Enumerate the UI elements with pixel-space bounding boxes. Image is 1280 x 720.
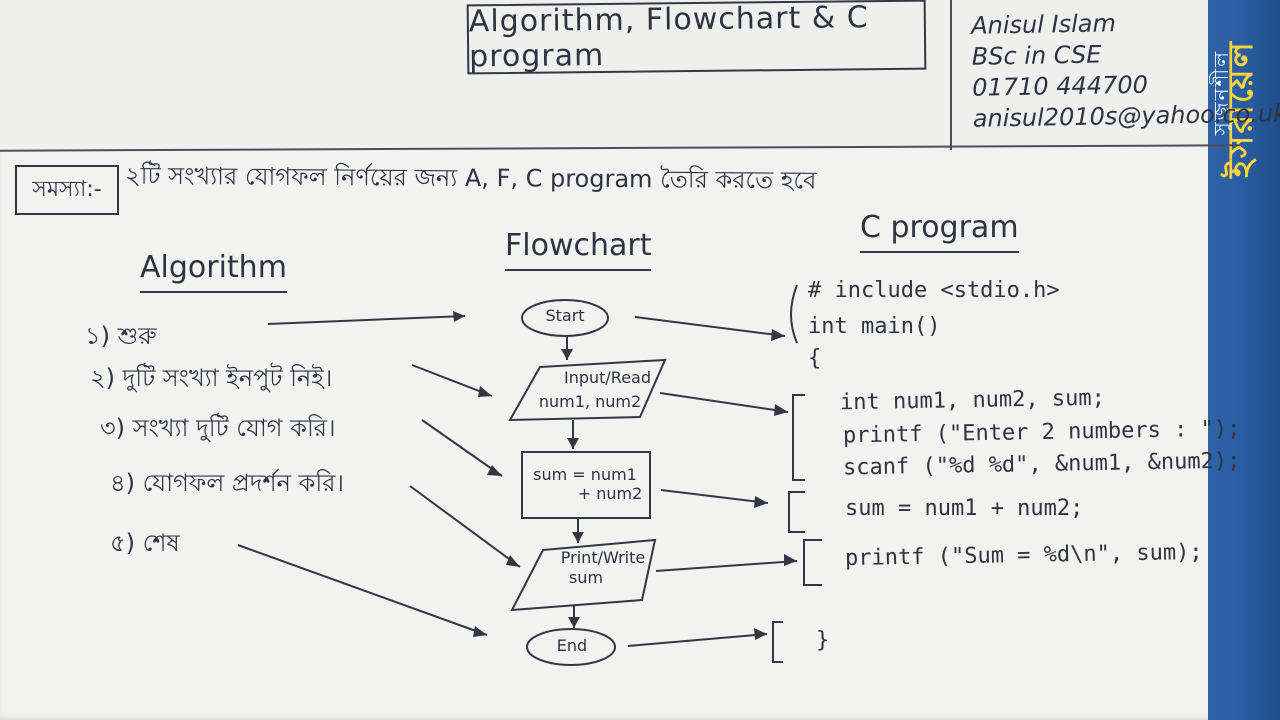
book-spine: ইসরায়েল সুজনশীল <box>1208 0 1280 720</box>
algorithm-step-3: ৩) সংখ্যা দুটি যোগ করি। <box>100 414 336 442</box>
algorithm-step-4: ৪) যোগফল প্রদর্শন করি। <box>110 469 344 497</box>
code-line-3: { <box>808 346 822 371</box>
problem-label: সমস্যা:- <box>15 165 119 215</box>
output-label-line1: Print/Write <box>560 548 646 567</box>
algorithm-step-2: ২) দুটি সংখ্যা ইনপুট নিই। <box>90 364 333 392</box>
start-label: Start <box>545 306 585 325</box>
end-label: End <box>556 636 588 655</box>
algorithm-step-5: ৫) শেষ <box>110 529 180 557</box>
code-line-4: int num1, num2, sum; <box>839 385 1106 416</box>
c-program-heading: C program <box>860 210 1019 253</box>
algorithm-heading: Algorithm <box>140 250 287 293</box>
problem-label-text: সমস্যা:- <box>32 176 102 202</box>
process-label-line1: sum = num1 <box>533 465 637 484</box>
algorithm-step-1: ১) শুরু <box>85 322 157 350</box>
output-label-line2: sum <box>568 568 604 587</box>
process-label-line2: + num2 <box>577 484 643 503</box>
process-box <box>521 451 651 519</box>
code-line-7: sum = num1 + num2; <box>845 496 1084 521</box>
input-parallelogram <box>508 358 667 422</box>
start-terminal <box>521 299 609 337</box>
code-line-9: } <box>816 628 830 653</box>
header-divider-vertical <box>950 0 952 150</box>
input-label-line1: Input/Read <box>563 368 652 387</box>
flowchart-heading: Flowchart <box>505 228 652 271</box>
paper-top <box>0 0 1240 150</box>
output-parallelogram <box>510 538 657 612</box>
code-line-2: int main() <box>808 314 941 339</box>
paper-main <box>0 150 1215 720</box>
code-line-1: # include <stdio.h> <box>808 278 1060 303</box>
input-label-line2: num1, num2 <box>538 392 642 411</box>
end-terminal <box>526 628 616 666</box>
